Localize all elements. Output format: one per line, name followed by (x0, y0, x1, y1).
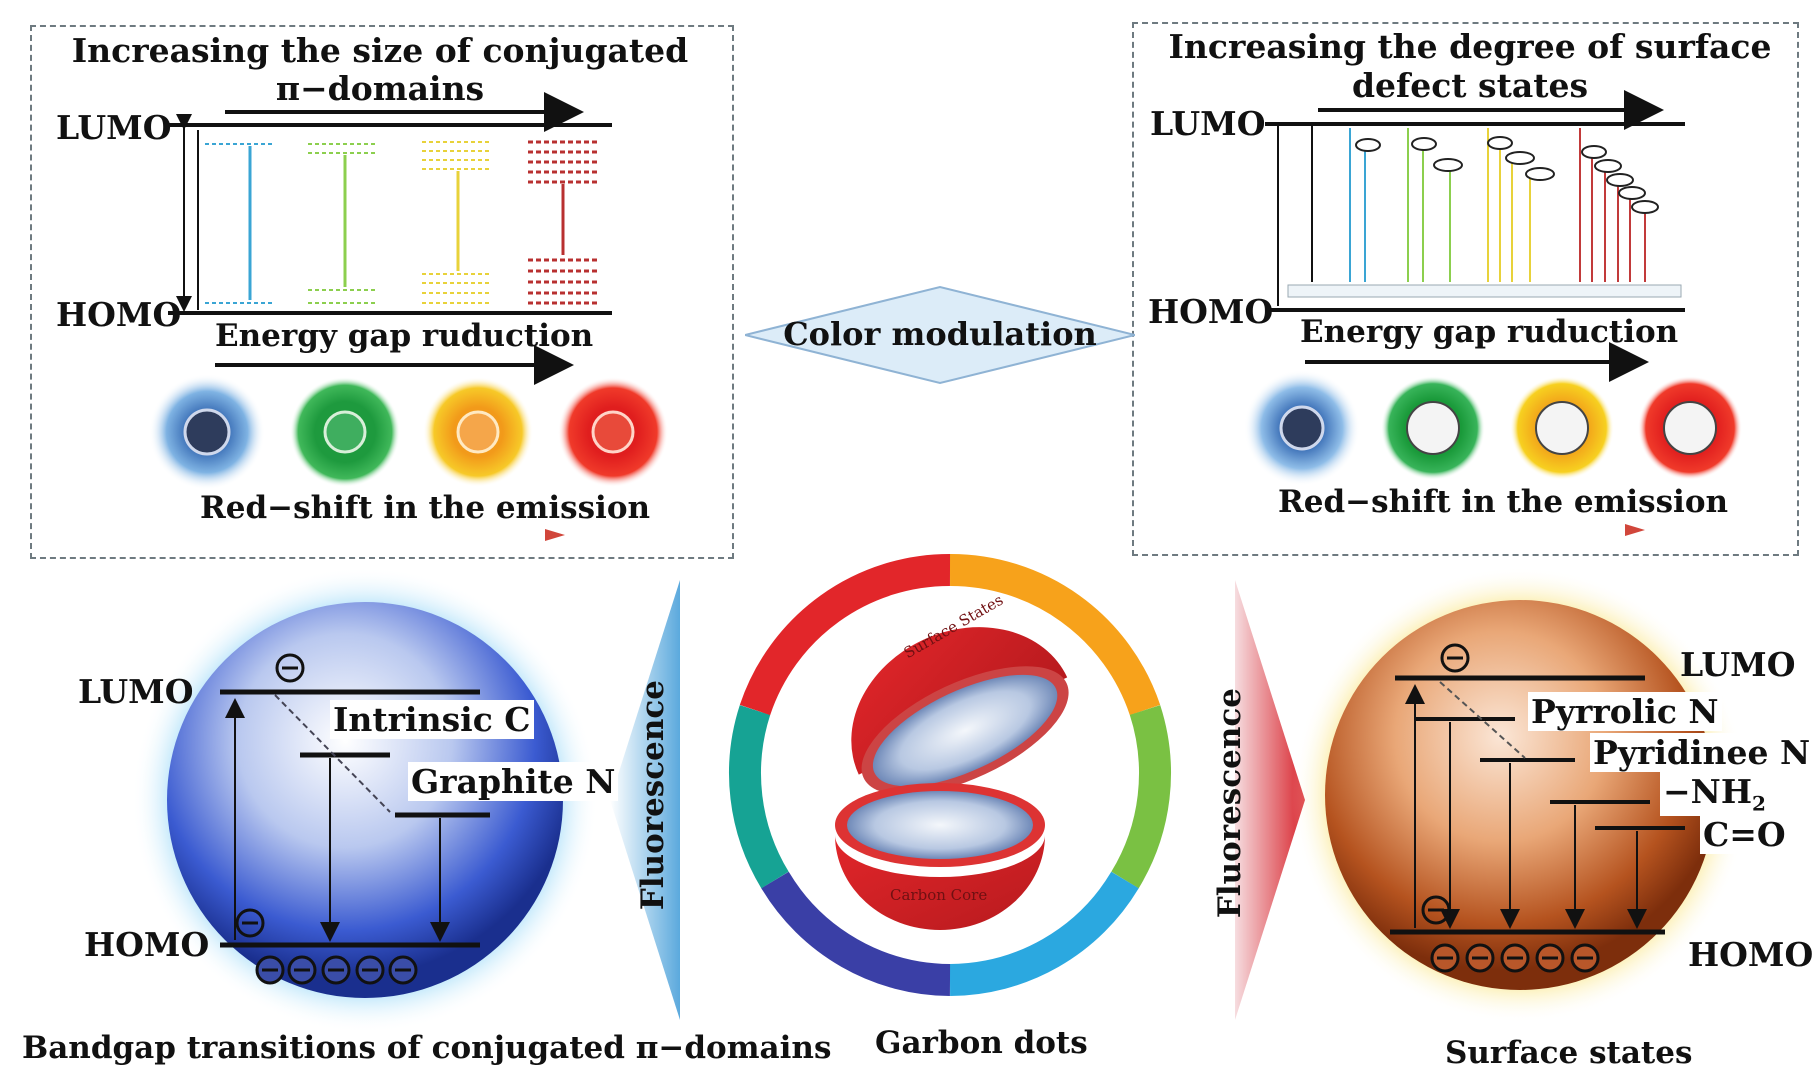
carbon-dots-caption: Garbon dots (875, 1025, 1088, 1061)
defect-dot-red (1638, 376, 1742, 480)
intrinsic-c-label: Intrinsic C (330, 700, 534, 739)
bandgap-lumo: LUMO (78, 672, 194, 711)
carbon-core-half (835, 783, 1045, 930)
bandgap-levels (220, 653, 490, 985)
size-dot-yellow (423, 377, 533, 487)
size-panel (30, 25, 734, 559)
surface-levels (1390, 643, 1685, 973)
size-dot-red (558, 377, 668, 487)
size-panel-energy-gap: Energy gap ruduction (215, 318, 594, 354)
fluorescence-left-label: Fluorescence (635, 680, 671, 911)
nh2-label: −NH2 (1660, 772, 1769, 816)
co-label: C=O (1700, 815, 1789, 854)
size-panel-red-shift: Red−shift in the emission (200, 490, 651, 526)
defect-dot-yellow (1510, 376, 1614, 480)
surface-lumo: LUMO (1680, 645, 1796, 684)
surface-states-shell (851, 627, 1069, 795)
pyridinee-n-label: Pyridinee N (1590, 733, 1814, 772)
bandgap-homo: HOMO (84, 925, 210, 964)
pyrrolic-n-label: Pyrrolic N (1528, 692, 1722, 731)
fluorescence-right-label: Fluorescence (1212, 688, 1248, 919)
size-panel-homo: HOMO (56, 295, 182, 334)
size-panel-title-1: Increasing the size of conjugated (71, 31, 689, 70)
defect-panel-diagram (1244, 90, 1742, 536)
surface-states-caption: Surface states (1445, 1035, 1693, 1071)
nh2-prefix: −NH (1663, 772, 1752, 811)
defect-panel-lumo: LUMO (1150, 104, 1266, 143)
defect-panel (1132, 22, 1799, 556)
defect-panel-homo: HOMO (1148, 292, 1274, 331)
graphite-n-label: Graphite N (408, 762, 619, 801)
carbon-dot-illustration: Surface States Carbon Core (729, 553, 1171, 996)
rainbow-ring (729, 553, 1171, 996)
fluorescence-arrow-left (610, 580, 680, 1020)
defect-panel-title-2: defect states (1351, 66, 1589, 105)
bandgap-sphere (132, 567, 598, 1033)
fluorescence-arrow-right (1235, 580, 1305, 1020)
color-modulation-label: Color modulation (783, 315, 1097, 353)
size-panel-diagram (149, 92, 668, 541)
size-dot-green (290, 377, 400, 487)
defect-panel-red-shift: Red−shift in the emission (1278, 484, 1729, 520)
carbon-core-label: Carbon Core (890, 886, 987, 904)
defect-dot-green (1381, 376, 1485, 480)
defect-dot-blue (1244, 370, 1360, 486)
surface-homo: HOMO (1688, 935, 1814, 974)
defect-panel-title-1: Increasing the degree of surface (1168, 27, 1772, 66)
nh2-subscript: 2 (1752, 791, 1766, 816)
color-modulation-diamond (745, 285, 1135, 385)
size-panel-lumo: LUMO (56, 108, 172, 147)
size-dot-blue (149, 374, 265, 490)
size-panel-title-2: π−domains (275, 69, 485, 108)
bandgap-caption: Bandgap transitions of conjugated π−doma… (22, 1030, 832, 1066)
